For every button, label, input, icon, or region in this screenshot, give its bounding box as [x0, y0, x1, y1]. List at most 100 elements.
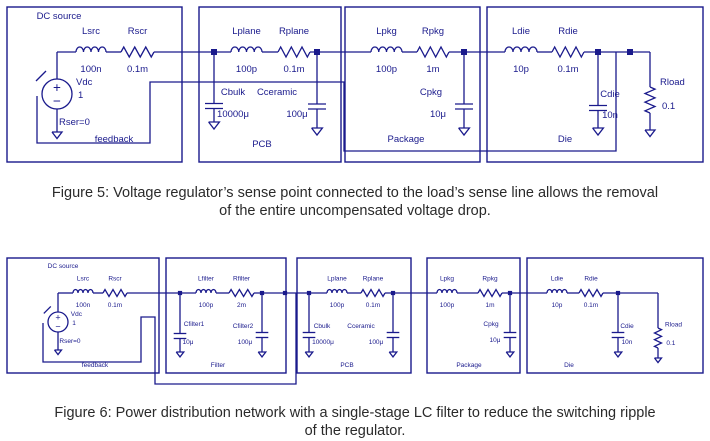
inductor-lfilter	[195, 288, 217, 294]
ground-symbol-triangle	[458, 127, 471, 137]
inductor-lplane	[326, 288, 348, 294]
lpkg-name: Lpkg	[376, 26, 397, 37]
lplane-value: 100p	[236, 64, 257, 75]
resistor-rload	[643, 86, 657, 114]
ground-symbol-triangle	[592, 127, 605, 137]
rscr-name: Rscr	[128, 26, 148, 37]
feedback-label: feedback	[95, 134, 134, 145]
inductor-lpkg	[370, 46, 403, 53]
cfilter2-name: Cfilter2	[233, 323, 254, 330]
figure6-box-3	[426, 257, 521, 374]
lsrc-name: Lsrc	[82, 26, 100, 37]
cceramic-value: 100μ	[286, 109, 307, 120]
ground-symbol	[644, 129, 657, 138]
rscr-name: Rscr	[108, 275, 122, 282]
figure5-box-label-2: Package	[388, 134, 425, 145]
ground-symbol-triangle	[53, 349, 63, 356]
figure6-caption-line2: of the regulator.	[304, 423, 406, 439]
inductor-ldie	[504, 46, 538, 53]
source-name: Vdc	[76, 77, 93, 88]
rload-value: 0.1	[666, 340, 675, 347]
ground-symbol	[592, 127, 605, 137]
ground-symbol	[653, 357, 663, 364]
figure6-box-1	[165, 257, 287, 374]
cdie-name: Cdie	[600, 89, 620, 100]
cfilter2-value: 100μ	[238, 339, 253, 346]
ground-symbol-triangle	[388, 351, 399, 358]
ldie-value: 10p	[552, 302, 563, 309]
source-rser: Rser=0	[59, 338, 81, 345]
source-value: 1	[78, 90, 83, 101]
figure6-caption-line1: Figure 6: Power distribution network wit…	[54, 405, 656, 421]
rscr-value: 0.1m	[108, 302, 122, 309]
ground-symbol	[257, 351, 268, 358]
capacitor-cfilter2	[255, 318, 269, 358]
capacitor-cdie	[589, 88, 607, 137]
rpkg-name: Rpkg	[482, 275, 498, 282]
inductor-lsrc	[72, 288, 94, 294]
capacitor-cdie	[611, 318, 625, 358]
lsrc-value: 100n	[76, 302, 91, 309]
figure6-box-label-2: PCB	[340, 362, 353, 369]
cfilter1-value: 10μ	[183, 339, 194, 346]
ground-symbol-triangle	[613, 351, 624, 358]
lplane-name: Lplane	[327, 275, 347, 282]
inductor-lplane	[230, 46, 263, 53]
capacitor-cbulk	[205, 90, 223, 131]
cfilter1-name: Cfilter1	[184, 321, 205, 328]
ground-symbol	[175, 351, 186, 358]
lplane-value: 100p	[330, 302, 345, 309]
ground-symbol-triangle	[175, 351, 186, 358]
ground-symbol	[311, 127, 324, 137]
ground-symbol-triangle	[311, 127, 324, 137]
ground-symbol	[613, 351, 624, 358]
resistor-rplane	[277, 45, 311, 59]
capacitor-cfilter1	[173, 320, 187, 358]
capacitor-cceramic	[308, 85, 326, 137]
inductor-lsrc	[75, 46, 107, 53]
rpkg-value: 1m	[485, 302, 494, 309]
ground-symbol-triangle	[51, 131, 64, 140]
figure5-box-0	[6, 6, 183, 163]
cceramic-name: Cceramic	[347, 323, 375, 330]
figure5-caption: Figure 5: Voltage regulator’s sense poin…	[0, 184, 710, 220]
resistor-rload	[652, 327, 664, 349]
source-value: 1	[72, 320, 76, 327]
lplane-name: Lplane	[232, 26, 261, 37]
feedback-sense-line	[36, 52, 617, 152]
cbulk-value: 10000μ	[312, 339, 334, 346]
figure5-caption-line1: Figure 5: Voltage regulator’s sense poin…	[51, 185, 659, 201]
rpkg-name: Rpkg	[422, 26, 444, 37]
resistor-rfilter	[228, 288, 255, 298]
figure5-box-3	[486, 6, 704, 163]
figure5-box-label-1: PCB	[252, 139, 272, 150]
figure6-box-0	[6, 257, 160, 374]
rplane-name: Rplane	[279, 26, 309, 37]
sense-arrow-icon	[43, 305, 52, 314]
ground-symbol	[304, 351, 315, 358]
feedback-label: feedback	[82, 362, 109, 369]
rdie-name: Rdie	[584, 275, 598, 282]
rpkg-value: 1m	[426, 64, 439, 75]
figure5-caption-line2: of the entire uncompensated voltage drop…	[219, 203, 491, 219]
junction-node	[627, 49, 633, 55]
ground-symbol-triangle	[644, 129, 657, 138]
ground-symbol-triangle	[208, 121, 221, 131]
cpkg-name: Cpkg	[483, 321, 499, 328]
ground-symbol-triangle	[304, 351, 315, 358]
lpkg-value: 100p	[440, 302, 455, 309]
cceramic-value: 100μ	[369, 339, 384, 346]
cbulk-name: Cbulk	[314, 323, 331, 330]
rdie-value: 0.1m	[557, 64, 578, 75]
resistor-rdie	[551, 45, 585, 59]
sense-arrow-icon	[35, 70, 47, 82]
ground-symbol	[388, 351, 399, 358]
figure5-box-1	[198, 6, 342, 163]
cpkg-name: Cpkg	[420, 87, 442, 98]
figure6-box-label-4: Die	[564, 362, 574, 369]
ground-symbol	[51, 131, 64, 140]
ground-symbol-triangle	[505, 351, 516, 358]
figure6-box-label-0: DC source	[48, 263, 79, 270]
cbulk-value: 10000μ	[217, 109, 249, 120]
